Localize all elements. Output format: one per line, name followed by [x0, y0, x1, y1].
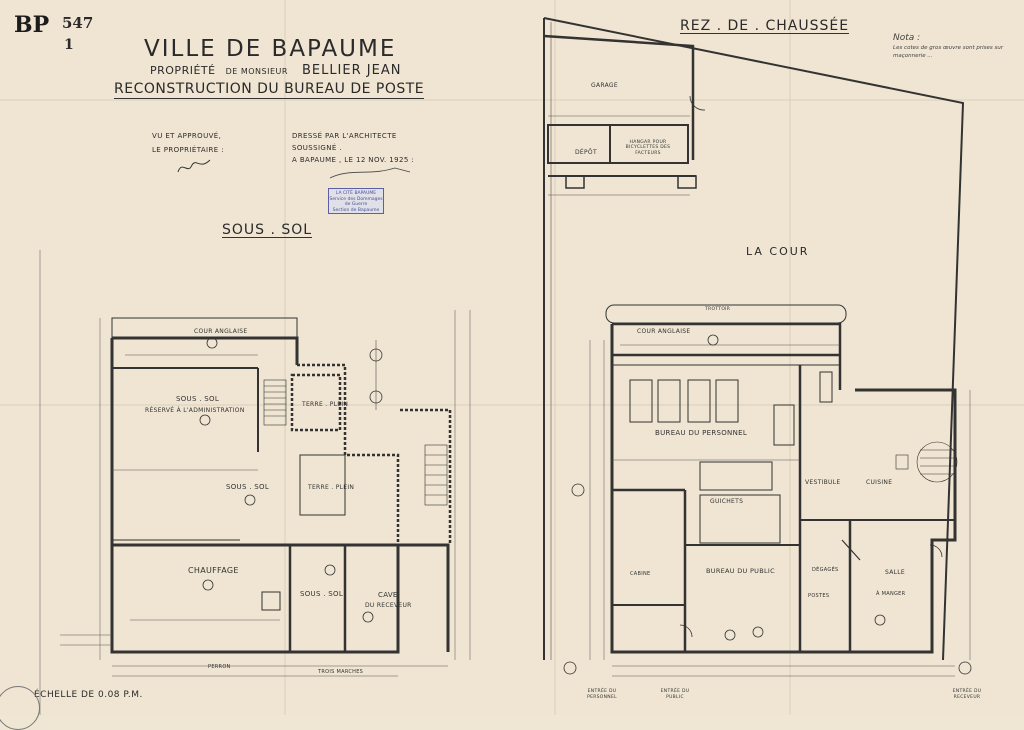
owner-prefix: PROPRIÉTÉ — [150, 64, 216, 77]
approval-line-1: VU ET APPROUVÉ, — [152, 132, 222, 140]
architect-line-1: DRESSÉ PAR L'ARCHITECTE — [292, 132, 397, 140]
architect-line-2: SOUSSIGNÉ . — [292, 144, 342, 152]
basement-sous-sol-3: SOUS . SOL — [300, 590, 344, 598]
basement-sous-sol-2: SOUS . SOL — [226, 483, 270, 491]
note-title: Nota : — [893, 33, 921, 43]
basement-title: SOUS . SOL — [222, 222, 313, 238]
owner-mid: DE MONSIEUR — [225, 67, 288, 76]
ground-depot: DÉPÔT — [575, 149, 597, 156]
stamp-line-1: LA CITÉ BAPAUME — [335, 191, 377, 196]
sheet-reference: BP — [14, 12, 50, 38]
ground-salle: SALLE — [885, 569, 906, 576]
sheet-reference-sub: 1 — [64, 37, 74, 53]
entrance-public: ENTRÉE DU PUBLIC — [660, 689, 690, 700]
town-title: VILLE DE BAPAUME — [144, 36, 397, 62]
basement-terre-plein-1: TERRE . PLEIN — [302, 401, 349, 408]
project-title: RECONSTRUCTION DU BUREAU DE POSTE — [114, 81, 425, 99]
basement-plan — [39, 250, 471, 715]
basement-chauffage: CHAUFFAGE — [188, 566, 239, 575]
ground-hangar: HANGAR POUR BICYCLETTES DES FACTEURS — [625, 140, 671, 156]
stamp-line-4: Section de Bapaume — [332, 207, 380, 213]
ground-bureau-public: BUREAU DU PUBLIC — [706, 567, 775, 575]
paper-folds — [0, 0, 1024, 715]
ground-guichets: GUICHETS — [710, 498, 744, 505]
entrance-personnel: ENTRÉE DU PERSONNEL — [587, 689, 617, 700]
basement-cave-sub: DU RECEVEUR — [365, 602, 412, 609]
architect-line-3: A BAPAUME , LE 12 NOV. 1925 : — [292, 156, 415, 164]
ground-degages: DÉGAGÉS — [812, 567, 839, 573]
archive-seal — [0, 686, 40, 730]
ground-cuisine: CUISINE — [866, 479, 893, 486]
owner-line: PROPRIÉTÉ DE MONSIEUR BELLIER JEAN — [150, 64, 401, 77]
architect-signature — [329, 167, 411, 179]
basement-reserve: RÉSERVÉ À L'ADMINISTRATION — [145, 407, 245, 414]
ground-garage: GARAGE — [591, 82, 618, 89]
owner-name: BELLIER JEAN — [301, 63, 402, 78]
ground-plan — [543, 17, 972, 677]
basement-legend-b: TROIS MARCHES — [318, 669, 364, 675]
stamp-line-3: de Guerre — [344, 202, 368, 208]
scale-label: ÉCHELLE DE 0.08 P.M. — [34, 690, 143, 700]
ground-courtyard: LA COUR — [746, 245, 810, 258]
ground-cabine: CABINE — [630, 571, 651, 577]
owner-signature — [177, 159, 211, 173]
basement-legend-a: PERRON — [208, 664, 231, 670]
note-line-1: Les cotes de gros œuvre sont prises sur — [893, 45, 1004, 51]
basement-court: COUR ANGLAISE — [194, 328, 248, 335]
ground-trottoir: TROTTOIR — [705, 307, 731, 312]
note-line-2: maçonnerie ... — [893, 53, 933, 59]
sheet-reference-number: 547 — [62, 14, 94, 32]
approval-line-2: LE PROPRIÉTAIRE : — [152, 146, 224, 154]
stamp-line-2: Service des Dommages — [329, 196, 383, 202]
ground-salle-sub: À MANGER — [876, 591, 906, 597]
architectural-drawing — [0, 0, 1024, 715]
basement-sous-sol-1: SOUS . SOL — [176, 395, 220, 403]
administrative-stamp: LA CITÉ BAPAUME Service des Dommages de … — [328, 188, 384, 214]
ground-bureau-personnel: BUREAU DU PERSONNEL — [655, 429, 748, 437]
ground-floor-title: REZ . DE . CHAUSSÉE — [680, 18, 850, 34]
ground-postes: POSTES — [808, 593, 830, 599]
entrance-receveur: ENTRÉE DU RECEVEUR — [952, 689, 982, 700]
basement-cave: CAVE — [378, 591, 398, 599]
ground-vestibule: VESTIBULE — [805, 479, 841, 486]
ground-court: COUR ANGLAISE — [637, 328, 691, 335]
basement-terre-plein-2: TERRE . PLEIN — [308, 484, 355, 491]
